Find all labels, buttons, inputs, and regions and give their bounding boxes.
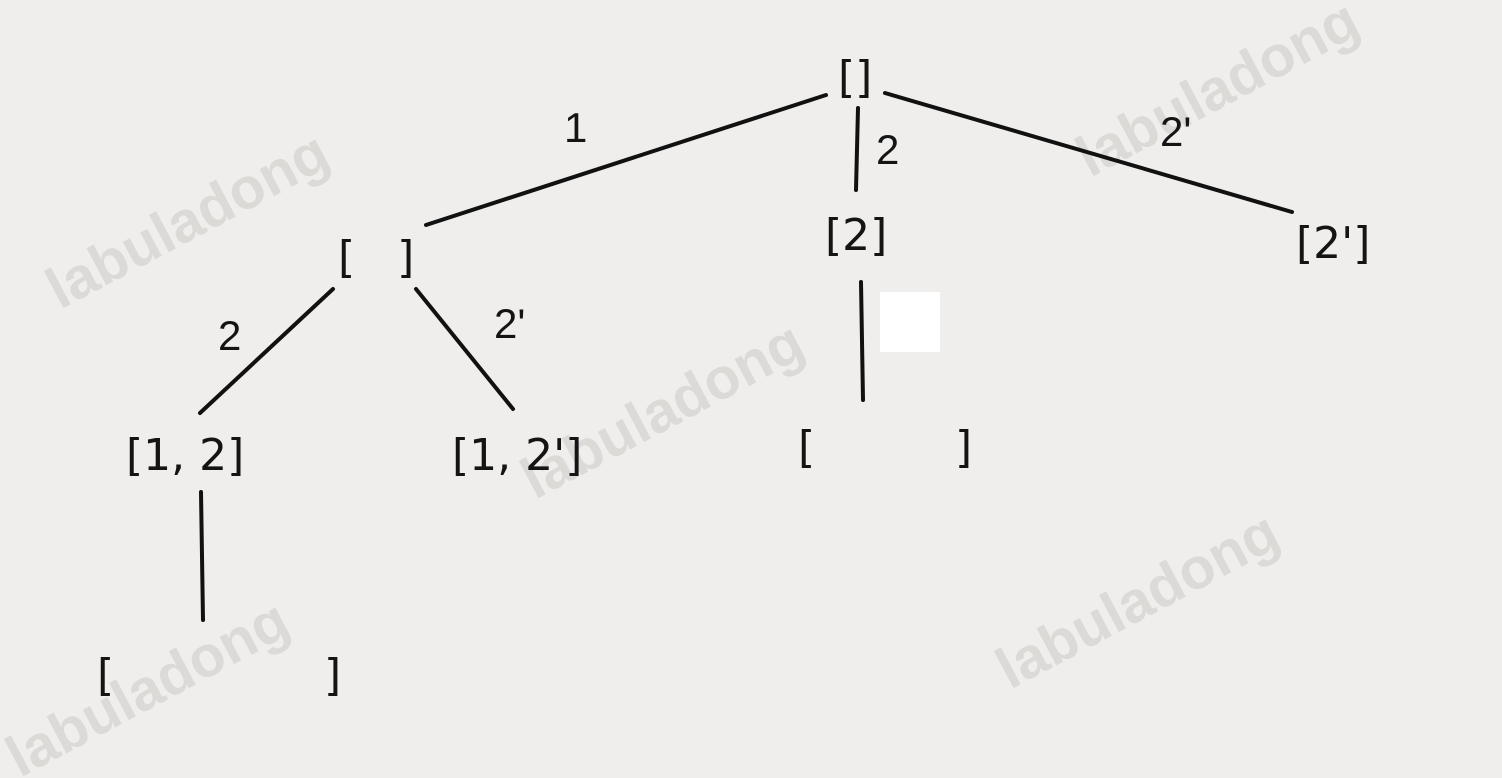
edge-left-to-12p: [414, 287, 515, 411]
node-1-2: [1, 2]: [126, 430, 244, 481]
edge-root-to-right: [883, 91, 1294, 214]
edge-layer: [198, 91, 1294, 622]
node-1-2-prime: [1, 2']: [452, 430, 582, 481]
edge-label-layer: 1 2 2' 2 2': [218, 104, 1191, 359]
watermark: labuladong: [986, 499, 1290, 702]
edge-mid-to-child: [859, 280, 865, 402]
node-layer: [] [ ] [2] [2'] [1, 2] [1, 2'] [ ] [ ]: [97, 52, 1370, 701]
edge-label-left-to-12: 2: [218, 312, 241, 359]
watermark: labuladong: [36, 119, 340, 322]
edge-label-left-to-12p: 2': [494, 300, 525, 347]
node-left: [ ]: [338, 232, 414, 283]
edge-12-to-child: [199, 490, 205, 622]
node-1-2-child: [ ]: [97, 650, 341, 701]
node-mid-child: [ ]: [798, 422, 972, 473]
node-root: []: [838, 52, 872, 103]
edge-root-to-left: [424, 93, 828, 227]
paper-patch: [880, 292, 940, 352]
watermark: labuladong: [511, 309, 815, 512]
edge-root-to-mid: [854, 106, 860, 192]
edge-left-to-12: [198, 287, 335, 415]
node-right: [2']: [1296, 218, 1370, 269]
node-mid: [2]: [825, 210, 887, 261]
edge-label-root-to-left: 1: [564, 104, 587, 151]
edge-label-root-to-mid: 2: [876, 126, 899, 173]
edge-label-root-to-right: 2': [1160, 108, 1191, 155]
